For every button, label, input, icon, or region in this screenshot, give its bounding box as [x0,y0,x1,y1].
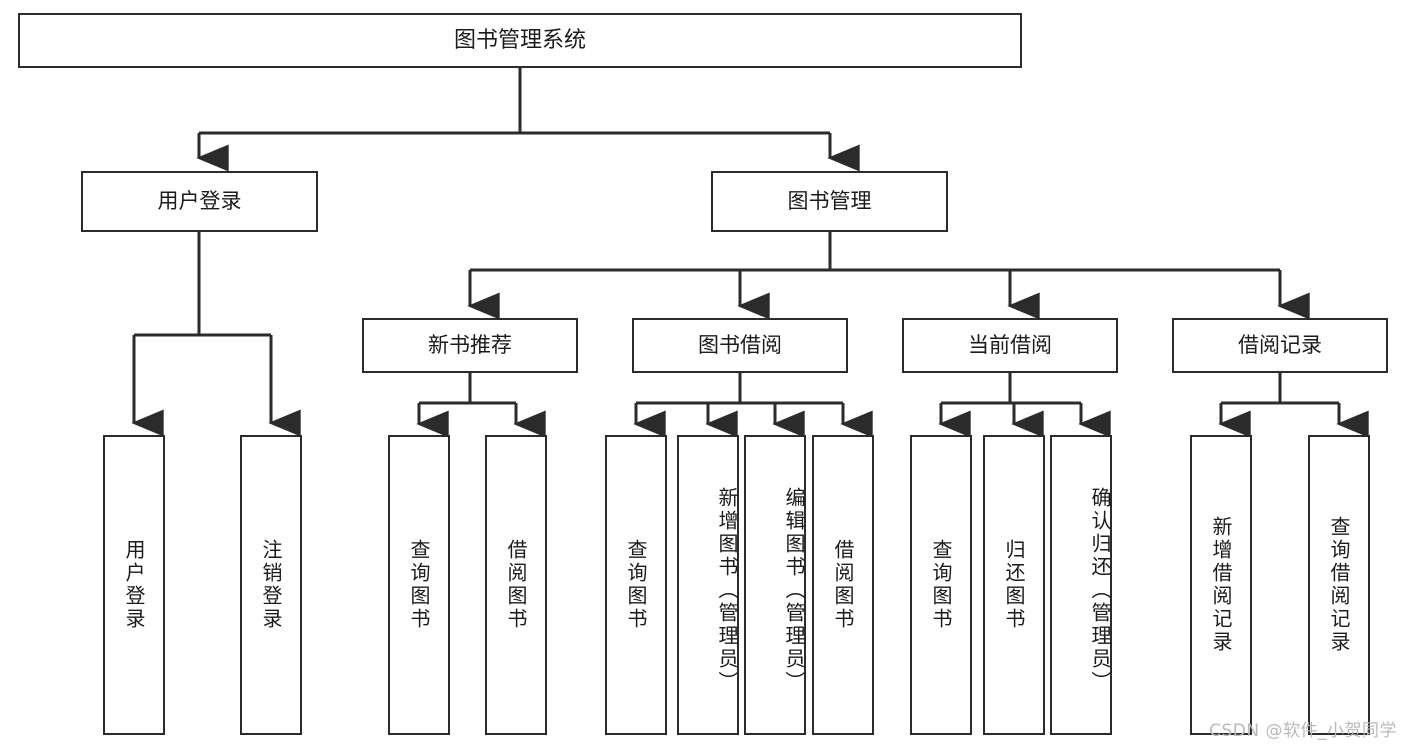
node-book-borrow-label: 图书借阅 [698,333,782,357]
node-leaf-logout-login-label: 注销登录 [259,539,283,631]
node-leaf-add-borrow-record[interactable]: 新增借阅记录 [1190,435,1252,735]
node-root-label: 图书管理系统 [453,27,586,53]
node-leaf-query-borrow-record[interactable]: 查询借阅记录 [1308,435,1370,735]
node-leaf-query-book-2[interactable]: 查询图书 [605,435,667,735]
node-root[interactable]: 图书管理系统 [18,13,1022,68]
node-leaf-borrow-book-1-label: 借阅图书 [504,539,528,631]
node-leaf-logout-login[interactable]: 注销登录 [240,435,302,735]
node-leaf-user-login-label: 用户登录 [122,539,146,631]
node-leaf-borrow-book-2[interactable]: 借阅图书 [812,435,874,735]
node-leaf-add-book[interactable]: 新增图书（管理员） [677,435,739,735]
node-leaf-query-book-1[interactable]: 查询图书 [388,435,450,735]
node-leaf-confirm-return[interactable]: 确认归还（管理员） [1050,435,1112,735]
node-leaf-edit-book[interactable]: 编辑图书（管理员） [744,435,806,735]
node-user-login[interactable]: 用户登录 [81,171,318,232]
node-leaf-add-book-label: 新增图书（管理员） [715,486,739,694]
node-book-borrow[interactable]: 图书借阅 [632,318,848,373]
node-borrow-record-label: 借阅记录 [1238,333,1322,357]
node-current-borrow-label: 当前借阅 [968,333,1052,357]
node-leaf-query-book-2-label: 查询图书 [624,539,648,631]
node-leaf-return-book[interactable]: 归还图书 [983,435,1045,735]
node-current-borrow[interactable]: 当前借阅 [902,318,1118,373]
node-book-management-label: 图书管理 [787,189,872,213]
node-leaf-return-book-label: 归还图书 [1002,539,1026,631]
node-leaf-query-borrow-record-label: 查询借阅记录 [1327,516,1351,654]
node-new-book-recommend[interactable]: 新书推荐 [362,318,578,373]
node-leaf-query-book-3-label: 查询图书 [929,539,953,631]
node-borrow-record[interactable]: 借阅记录 [1172,318,1388,373]
node-leaf-query-book-1-label: 查询图书 [407,539,431,631]
node-leaf-borrow-book-1[interactable]: 借阅图书 [485,435,547,735]
node-leaf-confirm-return-label: 确认归还（管理员） [1088,486,1112,694]
node-book-management[interactable]: 图书管理 [711,171,948,232]
node-leaf-borrow-book-2-label: 借阅图书 [831,539,855,631]
node-new-book-recommend-label: 新书推荐 [428,333,512,357]
node-user-login-label: 用户登录 [157,189,242,213]
watermark: CSDN @软件_小贺同学 [1209,721,1397,741]
node-leaf-add-borrow-record-label: 新增借阅记录 [1209,516,1233,654]
node-leaf-user-login[interactable]: 用户登录 [103,435,165,735]
node-leaf-edit-book-label: 编辑图书（管理员） [782,486,806,694]
node-leaf-query-book-3[interactable]: 查询图书 [910,435,972,735]
